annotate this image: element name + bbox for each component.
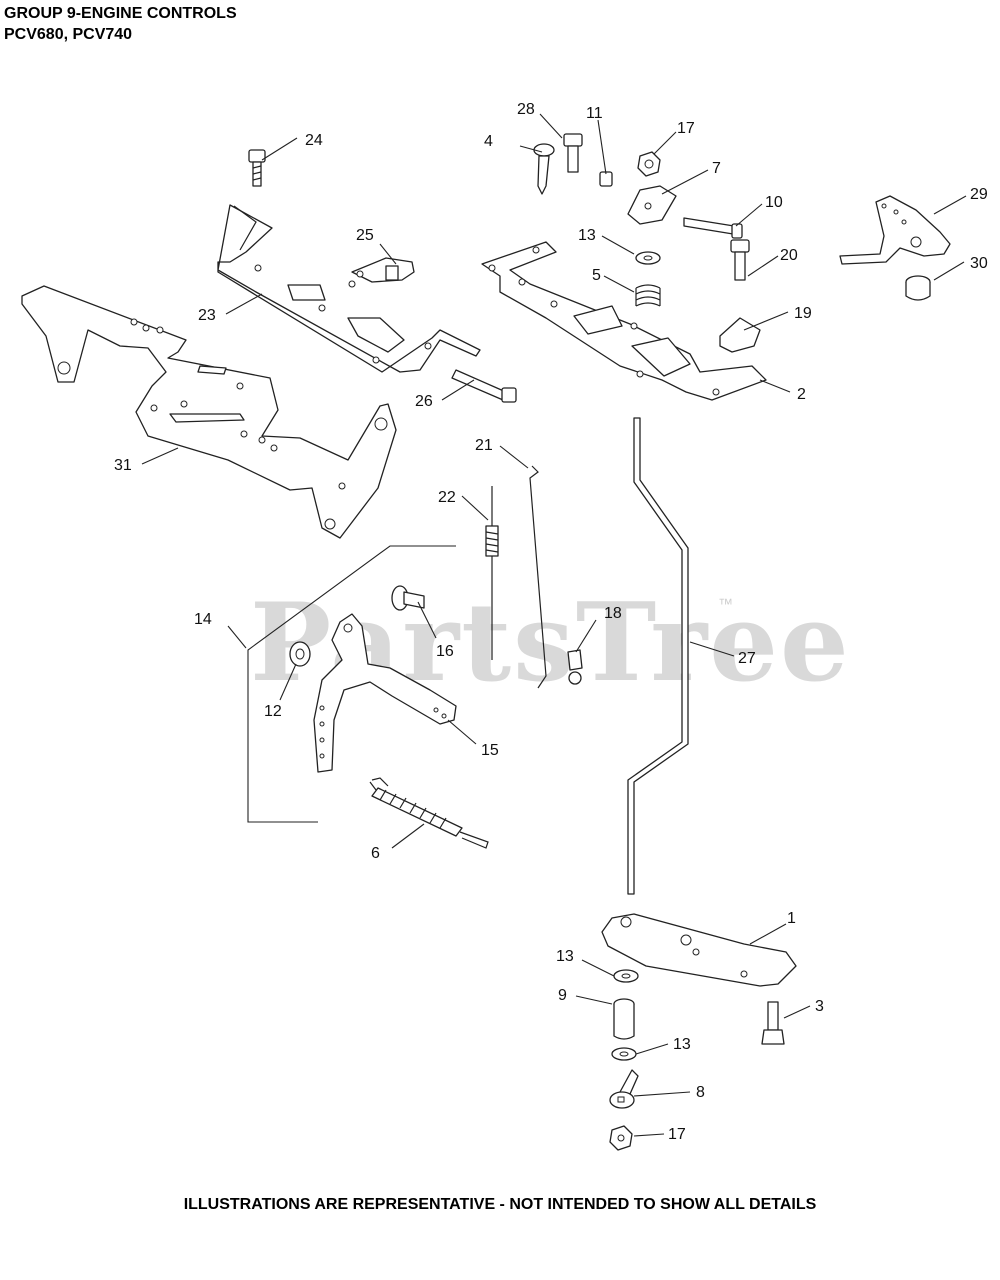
part-12-bushing[interactable] xyxy=(289,641,311,667)
callout-13-lower: 13 xyxy=(673,1036,691,1053)
callout-17-upper: 17 xyxy=(677,120,695,137)
callout-2: 2 xyxy=(797,386,806,403)
part-29-lever[interactable] xyxy=(839,195,951,265)
callout-12: 12 xyxy=(264,703,282,720)
part-30-bushing[interactable] xyxy=(905,275,931,301)
part-17-lock-nut-upper[interactable] xyxy=(637,151,661,177)
callout-19: 19 xyxy=(794,305,812,322)
callout-24: 24 xyxy=(305,132,323,149)
part-3-bolt[interactable] xyxy=(761,1001,785,1045)
part-14-assembly-outline xyxy=(247,545,456,823)
callout-31: 31 xyxy=(114,457,132,474)
part-6-extension-spring[interactable] xyxy=(369,777,489,849)
callout-4: 4 xyxy=(484,133,493,150)
callout-30: 30 xyxy=(970,255,988,272)
callout-7: 7 xyxy=(712,160,721,177)
callout-29: 29 xyxy=(970,186,988,203)
callout-9: 9 xyxy=(558,987,567,1004)
callout-22: 22 xyxy=(438,489,456,506)
callout-25: 25 xyxy=(356,227,374,244)
callout-15: 15 xyxy=(481,742,499,759)
part-27-control-shaft[interactable] xyxy=(627,417,689,895)
callout-17-lower: 17 xyxy=(668,1126,686,1143)
disclaimer-footer: ILLUSTRATIONS ARE REPRESENTATIVE - NOT I… xyxy=(183,1196,817,1213)
callout-8: 8 xyxy=(696,1084,705,1101)
callout-3: 3 xyxy=(815,998,824,1015)
part-17-lock-nut-lower[interactable] xyxy=(609,1125,633,1151)
part-20-bolt[interactable] xyxy=(730,239,750,281)
part-18-clip[interactable] xyxy=(567,649,583,685)
part-31-lower-bracket[interactable] xyxy=(21,285,397,539)
part-8-clip[interactable] xyxy=(609,1069,639,1109)
part-26-long-bolt[interactable] xyxy=(451,369,517,403)
part-16-pin[interactable] xyxy=(391,585,425,611)
part-15-control-lever[interactable] xyxy=(313,613,457,773)
part-24-bolt[interactable] xyxy=(248,149,266,187)
callout-13-upper: 13 xyxy=(578,227,596,244)
leader-lines xyxy=(141,113,967,1137)
callout-18: 18 xyxy=(604,605,622,622)
part-19-clip[interactable] xyxy=(719,317,761,353)
callout-13-middle: 13 xyxy=(556,948,574,965)
diagram-title: GROUP 9-ENGINE CONTROLS xyxy=(4,5,237,22)
part-2-bracket[interactable] xyxy=(481,241,767,401)
callout-23: 23 xyxy=(198,307,216,324)
part-13-washer-middle[interactable] xyxy=(613,969,639,983)
trademark-symbol: ™ xyxy=(718,596,733,613)
callout-20: 20 xyxy=(780,247,798,264)
part-28-shoulder-bolt[interactable] xyxy=(563,133,583,173)
callout-5: 5 xyxy=(592,267,601,284)
part-9-sleeve[interactable] xyxy=(613,998,635,1040)
part-10-pin[interactable] xyxy=(683,217,743,239)
part-1-plate[interactable] xyxy=(601,913,797,987)
part-13-washer-upper[interactable] xyxy=(635,251,661,265)
part-11-small-nut[interactable] xyxy=(599,171,613,187)
callout-28: 28 xyxy=(517,101,535,118)
callout-16: 16 xyxy=(436,643,454,660)
model-numbers: PCV680, PCV740 xyxy=(4,26,133,43)
part-5-spring[interactable] xyxy=(635,284,661,307)
callout-21: 21 xyxy=(475,437,493,454)
callout-1: 1 xyxy=(787,910,796,927)
part-22-spring-rod[interactable] xyxy=(485,486,499,660)
callout-26: 26 xyxy=(415,393,433,410)
part-4-screw[interactable] xyxy=(533,143,555,195)
part-21-rod[interactable] xyxy=(529,465,547,689)
part-25-clip[interactable] xyxy=(351,257,415,283)
callout-14: 14 xyxy=(194,611,212,628)
callout-labels: 24 4 28 11 17 7 10 13 5 20 19 29 30 25 2… xyxy=(114,101,988,1143)
part-23-upper-bracket[interactable] xyxy=(217,204,481,373)
callout-10: 10 xyxy=(765,194,783,211)
part-13-washer-lower[interactable] xyxy=(611,1047,637,1061)
callout-6: 6 xyxy=(371,845,380,862)
callout-11: 11 xyxy=(586,105,603,122)
callout-27: 27 xyxy=(738,650,756,667)
part-7-clip-plate[interactable] xyxy=(627,185,677,225)
